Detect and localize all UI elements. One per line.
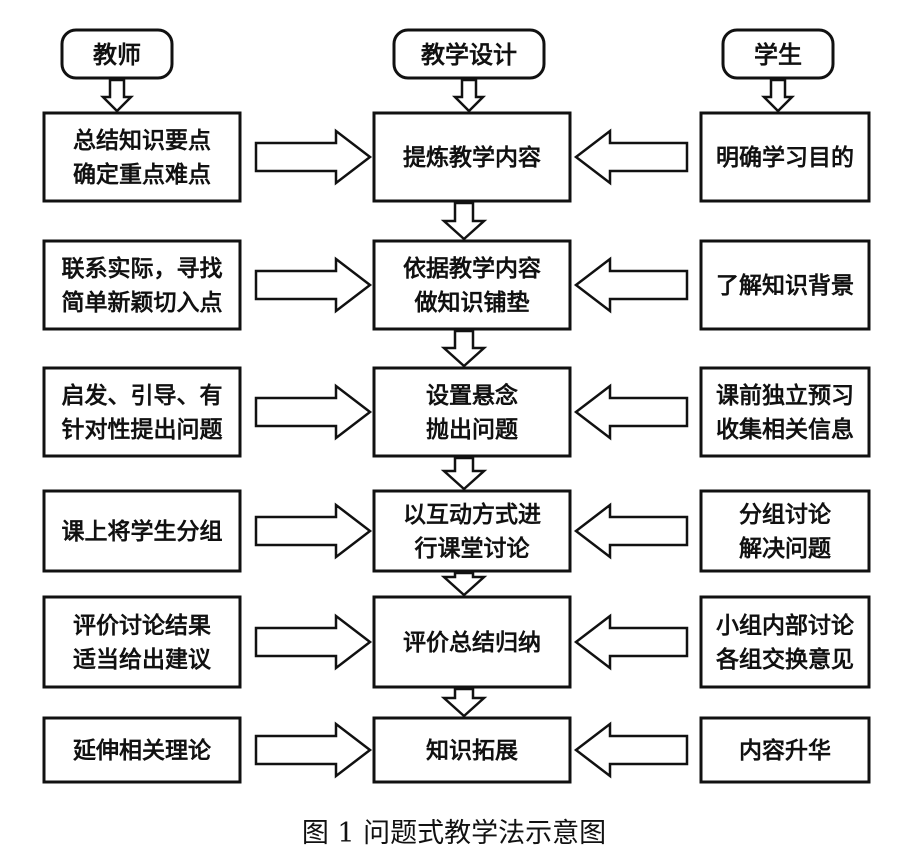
student-step-6: 内容升华 — [699, 716, 871, 784]
header-design-down-arrow — [451, 78, 487, 113]
teacher-step-2-frame — [42, 239, 242, 331]
teacher-step-4-label-1: 课上将学生分组 — [62, 518, 223, 545]
teacher-to-design-arrow-6 — [254, 721, 373, 779]
student-step-3-frame — [699, 366, 871, 458]
teacher-to-design-arrow-2 — [254, 256, 373, 314]
student-step-5-frame — [699, 595, 871, 689]
design-step-1: 提炼教学内容 — [372, 111, 572, 203]
teacher-step-2-label-1: 联系实际，寻找 — [62, 255, 223, 282]
header-teacher-label: 教师 — [93, 41, 141, 69]
teacher-to-design-arrow-1 — [254, 128, 373, 186]
design-step-1-label-1: 提炼教学内容 — [403, 144, 541, 171]
student-step-5-label-2: 各组交换意见 — [715, 646, 854, 673]
teacher-step-5-label-2: 适当给出建议 — [73, 646, 212, 673]
header-student-down-arrow — [760, 78, 796, 113]
teacher-step-4-frame — [42, 489, 242, 573]
teacher-step-5-frame — [42, 595, 242, 689]
design-step-6: 知识拓展 — [372, 716, 572, 784]
header-teacher: 教师 — [60, 28, 174, 80]
header-design: 教学设计 — [392, 28, 546, 80]
student-to-design-arrow-4 — [573, 502, 689, 560]
student-step-6-label-1: 内容升华 — [739, 737, 831, 764]
student-step-4-label-1: 分组讨论 — [739, 501, 832, 528]
design-down-arrow-2 — [440, 329, 488, 368]
boxes-layer: 总结知识要点确定重点难点联系实际，寻找简单新颖切入点启发、引导、有针对性提出问题… — [42, 111, 871, 784]
design-step-4-label-1: 以互动方式进 — [403, 501, 541, 528]
design-step-6-frame — [372, 716, 572, 784]
student-step-3-label-1: 课前独立预习 — [716, 382, 854, 409]
design-down-arrow-4 — [440, 571, 488, 597]
student-step-1-frame — [699, 111, 871, 203]
design-step-4-frame — [372, 489, 572, 573]
design-step-2-label-1: 依据教学内容 — [403, 255, 541, 282]
teacher-step-6-frame — [42, 716, 242, 784]
design-step-2-frame — [372, 239, 572, 331]
design-step-5: 评价总结归纳 — [372, 595, 572, 689]
student-step-2: 了解知识背景 — [699, 239, 871, 331]
teacher-step-6: 延伸相关理论 — [42, 716, 242, 784]
teacher-to-design-arrow-5 — [254, 613, 373, 671]
student-step-1-label-1: 明确学习目的 — [716, 144, 854, 171]
student-step-6-frame — [699, 716, 871, 784]
teacher-to-design-arrow-4 — [254, 502, 373, 560]
student-step-5-label-1: 小组内部讨论 — [716, 612, 855, 639]
teacher-step-1-label-1: 总结知识要点 — [73, 127, 211, 154]
student-to-design-arrow-2 — [573, 256, 689, 314]
header-design-label: 教学设计 — [421, 41, 517, 69]
teacher-step-3-label-2: 针对性提出问题 — [62, 416, 223, 443]
teacher-step-2-label-2: 简单新颖切入点 — [62, 289, 223, 316]
student-step-2-label-1: 了解知识背景 — [716, 272, 854, 299]
arrows-layer — [99, 78, 796, 779]
student-to-design-arrow-5 — [573, 613, 689, 671]
header-student-label: 学生 — [754, 41, 802, 69]
design-down-arrow-1 — [440, 201, 488, 241]
teacher-step-6-label-1: 延伸相关理论 — [72, 737, 212, 764]
design-step-3-label-1: 设置悬念 — [426, 382, 518, 409]
design-down-arrow-3 — [440, 456, 488, 491]
teacher-step-3-label-1: 启发、引导、有 — [62, 382, 223, 409]
design-step-4-label-2: 行课堂讨论 — [414, 535, 531, 562]
teacher-step-3-frame — [42, 366, 242, 458]
student-step-2-frame — [699, 239, 871, 331]
design-step-3-frame — [372, 366, 572, 458]
design-step-2-label-2: 做知识铺垫 — [414, 289, 530, 316]
student-step-1: 明确学习目的 — [699, 111, 871, 203]
student-to-design-arrow-3 — [573, 383, 689, 441]
student-to-design-arrow-1 — [573, 128, 689, 186]
design-step-6-label-1: 知识拓展 — [426, 737, 518, 764]
design-step-5-label-1: 评价总结归纳 — [403, 629, 541, 656]
student-to-design-arrow-6 — [573, 721, 689, 779]
teacher-step-5-label-1: 评价讨论结果 — [73, 612, 211, 639]
design-step-3-label-2: 抛出问题 — [426, 417, 518, 443]
design-down-arrow-5 — [440, 687, 488, 718]
header-student: 学生 — [721, 28, 835, 80]
figure-caption: 图 1 问题式教学法示意图 — [302, 818, 606, 849]
student-step-3-label-2: 收集相关信息 — [716, 416, 854, 443]
header-teacher-down-arrow — [99, 78, 135, 113]
teacher-step-1-frame — [42, 111, 242, 203]
student-step-4-label-2: 解决问题 — [739, 535, 831, 562]
teacher-to-design-arrow-3 — [254, 383, 373, 441]
teacher-step-4: 课上将学生分组 — [42, 489, 242, 573]
student-step-4-frame — [699, 489, 871, 573]
design-step-5-frame — [372, 595, 572, 689]
teacher-step-1-label-2: 确定重点难点 — [73, 161, 211, 188]
design-step-1-frame — [372, 111, 572, 203]
